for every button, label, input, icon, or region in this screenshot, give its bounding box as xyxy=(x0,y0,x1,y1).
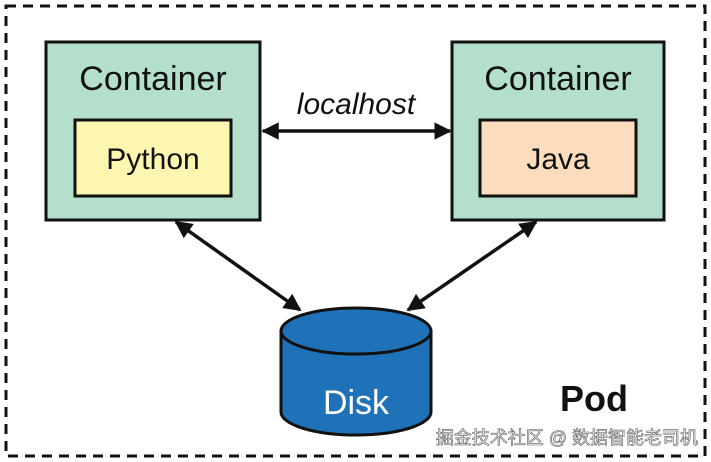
disk-arrow-left xyxy=(174,220,302,312)
container-label: Container xyxy=(484,60,631,98)
disk-cylinder: Disk xyxy=(279,306,433,437)
runtime-box-java xyxy=(478,118,638,198)
disk-body xyxy=(279,329,433,437)
disk-top xyxy=(279,306,433,356)
runtime-label-python: Python xyxy=(106,143,199,176)
container-label: Container xyxy=(79,60,226,98)
container-python: Container Python xyxy=(44,40,262,222)
disk-label: Disk xyxy=(323,384,390,422)
pod-boundary xyxy=(4,4,707,458)
localhost-label: localhost xyxy=(297,88,417,121)
pod-label: Pod xyxy=(560,378,628,419)
container-java: Container Java xyxy=(450,40,666,222)
disk-arrow-right xyxy=(406,220,538,312)
runtime-label-java: Java xyxy=(526,143,590,176)
watermark-text: 掘金技术社区 @ 数据智能老司机 xyxy=(436,428,698,448)
runtime-box-python xyxy=(73,118,233,198)
